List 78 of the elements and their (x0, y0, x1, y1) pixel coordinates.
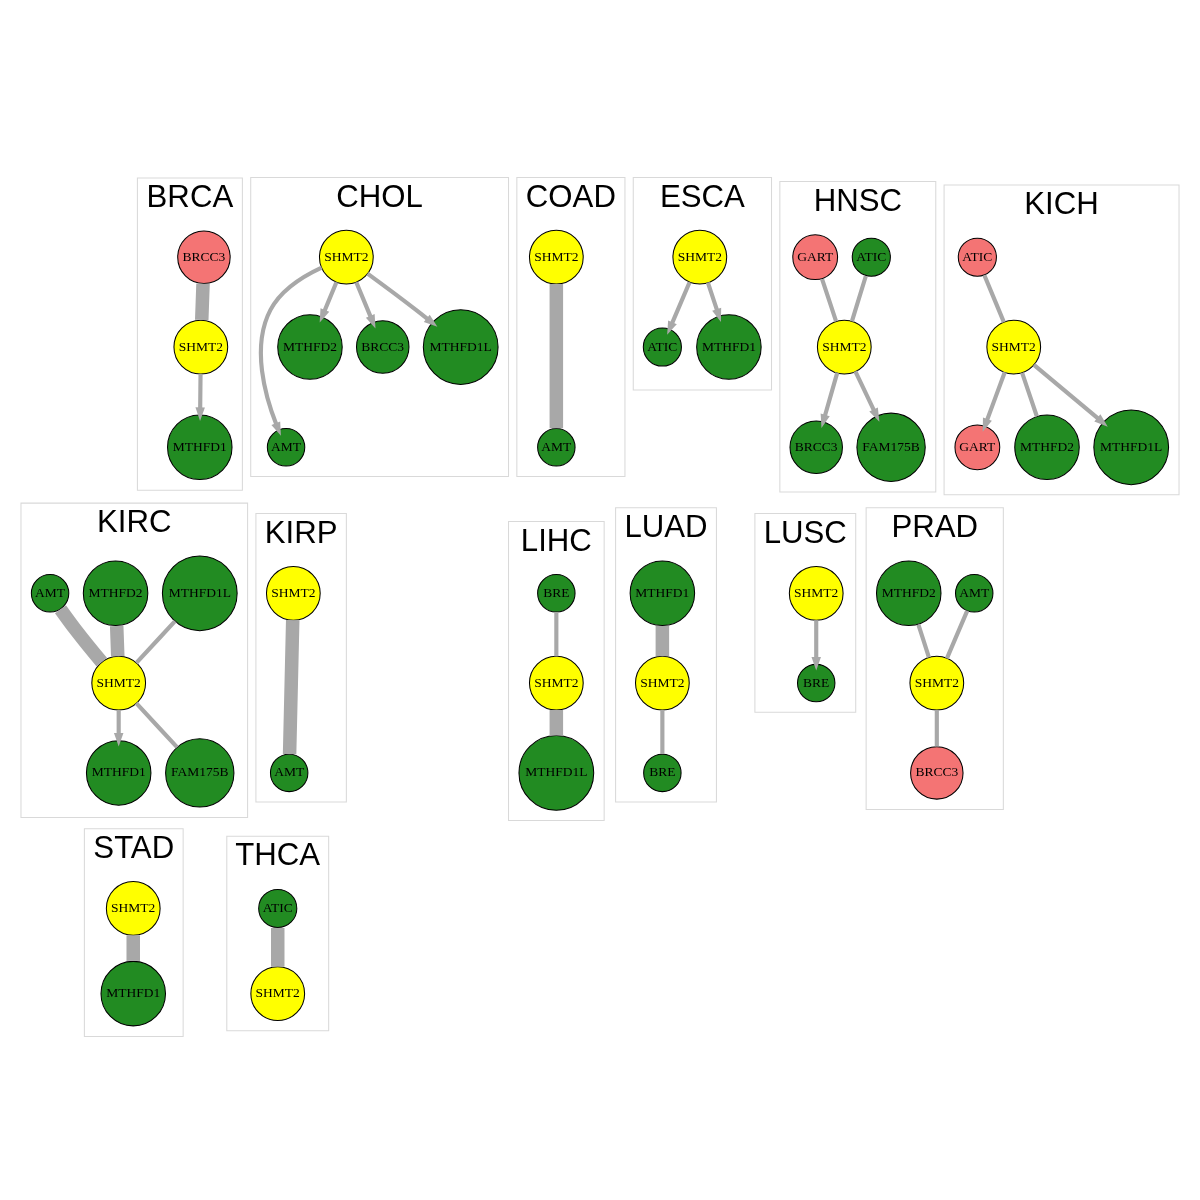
connector (820, 277, 839, 322)
node-circle: BRE (797, 663, 836, 702)
node-circle: GART (954, 423, 1001, 470)
arrow (319, 280, 339, 323)
node-circle: FAM175B (856, 412, 926, 482)
node-circle: SHMT2 (909, 655, 965, 710)
arrow (705, 281, 722, 322)
node-circle: SHMT2 (986, 319, 1042, 374)
node-circle: MTHFD2 (1014, 414, 1080, 480)
arrow (258, 265, 323, 436)
node-circle: BRCC3 (177, 229, 231, 284)
node-circle: MTHFD1 (85, 739, 152, 806)
node-circle: SHMT2 (635, 655, 690, 710)
node-circle: BRCC3 (356, 319, 410, 374)
arrow (195, 373, 205, 421)
node-circle: BRCC3 (910, 745, 964, 800)
connector (55, 604, 107, 667)
connector (849, 274, 868, 322)
connector (655, 625, 670, 656)
connector (282, 619, 300, 754)
connector (916, 623, 931, 658)
node-circle: ATIC (957, 237, 997, 277)
connector (126, 934, 140, 961)
node-circle: FAM175B (165, 737, 235, 808)
connector (554, 611, 559, 656)
connector (109, 625, 125, 656)
node-circle: ATIC (258, 888, 298, 928)
node-circle: AMT (266, 427, 306, 466)
connector (934, 709, 939, 746)
node-circle: MTHFD1 (167, 414, 233, 480)
connector (549, 709, 564, 735)
node-circle: GART (792, 233, 839, 280)
node-circle: BRE (643, 753, 682, 792)
connector (134, 701, 179, 749)
node-circle: SHMT2 (528, 229, 584, 285)
node-circle: SHMT2 (250, 965, 306, 1021)
node-circle: AMT (30, 573, 70, 612)
node-circle: MTHFD2 (876, 560, 942, 626)
arrow (982, 371, 1007, 432)
connector (195, 282, 210, 320)
node-circle: SHMT2 (528, 655, 584, 710)
arrow (820, 371, 840, 428)
arrow (853, 369, 880, 422)
arrow (113, 709, 124, 747)
connector (549, 283, 564, 428)
node-circle: SHMT2 (318, 229, 374, 285)
arrow (366, 271, 438, 327)
arrow (667, 280, 692, 335)
arrow (1032, 362, 1108, 427)
connector (660, 709, 665, 754)
node-circle: ATIC (851, 237, 891, 277)
node-circle: SHMT2 (672, 229, 728, 285)
connector (1020, 371, 1039, 417)
connector (945, 609, 970, 659)
node-circle: SHMT2 (788, 565, 844, 621)
node-circle: AMT (955, 573, 994, 612)
node-circle: SHMT2 (265, 565, 321, 621)
node-circle: AMT (269, 753, 309, 792)
node-circle: SHMT2 (91, 655, 147, 710)
connector (982, 273, 1006, 323)
node-circle: BRE (537, 573, 576, 612)
connector (134, 619, 177, 664)
node-circle: MTHFD1 (100, 960, 166, 1026)
node-circle: SHMT2 (816, 319, 872, 374)
node-circle: BRCC3 (789, 420, 843, 474)
node-circle: MTHFD1L (518, 734, 595, 811)
node-circle: MTHFD1 (629, 560, 696, 626)
node-circle: MTHFD1L (161, 554, 238, 631)
node-circle: MTHFD2 (277, 313, 343, 380)
node-circle: MTHFD2 (82, 560, 149, 626)
node-circle: AMT (537, 427, 576, 466)
connector (271, 927, 285, 967)
arrow (811, 619, 821, 670)
node-circle: SHMT2 (173, 319, 229, 374)
node-circle: SHMT2 (105, 880, 161, 936)
node-circle: MTHFD1 (696, 313, 762, 380)
arrow (354, 280, 376, 328)
node-circle: ATIC (642, 326, 682, 367)
